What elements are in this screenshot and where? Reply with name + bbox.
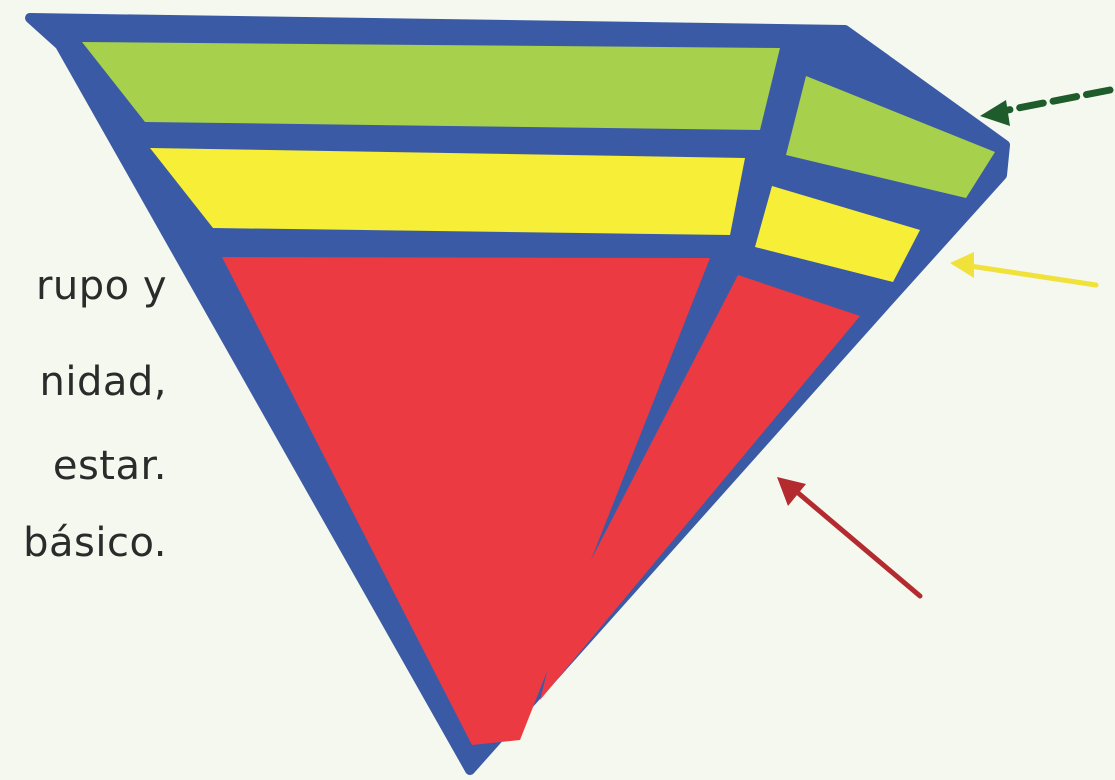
- left-text-line-4: básico.: [23, 523, 167, 563]
- left-text-line-1: rupo y: [36, 266, 167, 306]
- green-arrow-icon: [980, 90, 1110, 126]
- red-arrow-icon: [777, 477, 920, 596]
- left-text-line-2: nidad,: [40, 362, 167, 402]
- left-text-line-3: estar.: [53, 446, 167, 486]
- yellow-arrow-icon: [950, 252, 1096, 285]
- yellow-band-main: [150, 148, 745, 235]
- green-band-main: [82, 42, 780, 130]
